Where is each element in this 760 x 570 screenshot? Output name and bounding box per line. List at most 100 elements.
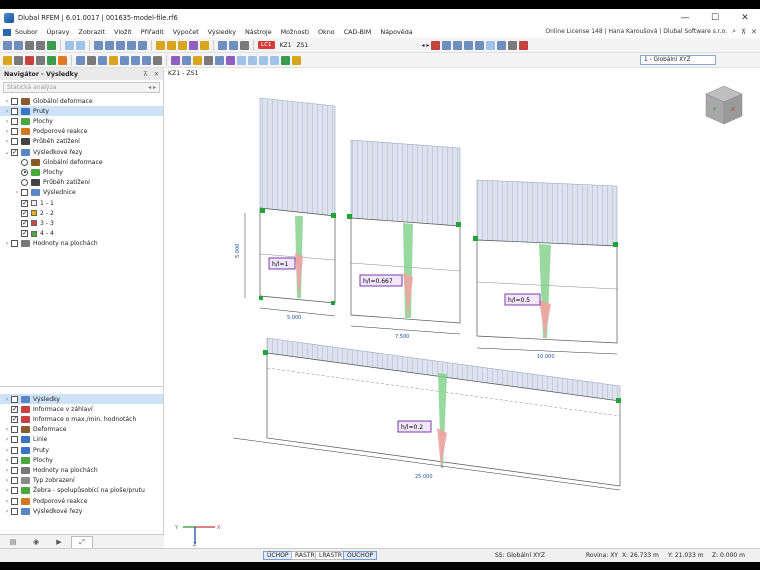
select-4-icon[interactable] [36, 55, 45, 65]
display-4-icon[interactable] [109, 55, 118, 65]
radio-button[interactable] [21, 168, 28, 176]
tab-results-icon[interactable]: ⤢ [71, 535, 93, 548]
tool-12-icon[interactable] [292, 55, 301, 65]
load-case-code[interactable]: KZ1 [279, 41, 292, 49]
tool-7-icon[interactable] [237, 55, 246, 65]
results-4-icon[interactable] [464, 40, 474, 50]
checkbox[interactable] [11, 148, 18, 156]
nav-item-podporove-reakce[interactable]: ›Podporové reakce [0, 127, 163, 137]
nav-item-4-4[interactable]: 4 - 4 [0, 229, 163, 239]
menu-nastroje[interactable]: Nástroje [244, 28, 272, 36]
display-6-icon[interactable] [131, 55, 140, 65]
model-3-icon[interactable] [178, 40, 187, 50]
menu-vlozit[interactable]: Vložit [114, 28, 132, 36]
expand-chevron-icon[interactable]: ⌄ [4, 148, 10, 156]
search-icon[interactable]: ⌕ [732, 27, 736, 35]
nav-display-item-deformace[interactable]: ›Deformace [0, 425, 163, 435]
expand-chevron-icon[interactable]: › [15, 189, 19, 197]
menu-cad-bim[interactable]: CAD-BIM [343, 28, 372, 36]
select-5-icon[interactable] [47, 55, 56, 65]
expand-chevron-icon[interactable]: › [5, 128, 9, 136]
nav-item-plochy[interactable]: ›Plochy [0, 116, 163, 126]
radio-button[interactable] [21, 158, 28, 166]
expand-chevron-icon[interactable]: › [5, 497, 9, 505]
expand-chevron-icon[interactable]: › [5, 436, 9, 444]
checkbox[interactable] [11, 446, 18, 454]
nav-item-hodnoty-na-plochach[interactable]: ›Hodnoty na plochách [0, 239, 163, 249]
expand-chevron-icon[interactable]: › [5, 446, 9, 454]
checkbox[interactable] [11, 426, 18, 434]
checkbox[interactable] [11, 405, 18, 413]
calc-2-icon[interactable] [229, 40, 238, 50]
results-2-icon[interactable] [442, 40, 452, 50]
model-4-icon[interactable] [189, 40, 198, 50]
nav-display-item-informace-v-zahlavi[interactable]: Informace v záhlaví [0, 404, 163, 414]
nav-display-item-linie[interactable]: ›Linie [0, 435, 163, 445]
expand-chevron-icon[interactable]: › [5, 107, 9, 115]
checkbox[interactable] [11, 497, 18, 505]
nav-display-item-vysledkove-rezy[interactable]: ›Výsledkové řezy [0, 506, 163, 516]
display-3-icon[interactable] [98, 55, 107, 65]
checkbox[interactable] [11, 97, 18, 105]
checkbox[interactable] [11, 466, 18, 474]
menu-okno[interactable]: Okno [317, 28, 335, 36]
tool-8-icon[interactable] [248, 55, 257, 65]
nav-item-3-3[interactable]: 3 - 3 [0, 218, 163, 228]
nav-display-item-podporove-reakce[interactable]: ›Podporové reakce [0, 496, 163, 506]
tool-3-icon[interactable] [193, 55, 202, 65]
tool-4-icon[interactable] [204, 55, 213, 65]
expand-chevron-icon[interactable]: › [5, 240, 9, 248]
nav-display-item-zebra-spolupusobici-na-plose-prutu[interactable]: ›Žebra - spolupůsobící na ploše/prutu [0, 486, 163, 496]
calc-1-icon[interactable] [218, 40, 227, 50]
tool-9-icon[interactable] [259, 55, 268, 65]
expand-chevron-icon[interactable]: › [5, 117, 9, 125]
menu-zobrazit[interactable]: Zobrazit [78, 28, 105, 36]
checkbox[interactable] [21, 199, 28, 207]
display-7-icon[interactable] [142, 55, 151, 65]
expand-chevron-icon[interactable]: › [5, 456, 9, 464]
checkbox[interactable] [21, 219, 28, 227]
checkbox[interactable] [11, 487, 18, 495]
display-2-icon[interactable] [87, 55, 96, 65]
load-case-name[interactable]: ZS1 [296, 41, 309, 49]
results-3-icon[interactable] [453, 40, 463, 50]
results-9-icon[interactable] [519, 40, 529, 50]
display-1-icon[interactable] [76, 55, 85, 65]
tool-11-icon[interactable] [281, 55, 290, 65]
checkbox[interactable] [11, 117, 18, 125]
navigator-splitter[interactable] [0, 386, 164, 387]
expand-chevron-icon[interactable]: › [5, 487, 9, 495]
menu-soubor[interactable]: Soubor [15, 28, 38, 36]
combo-arrows-icon[interactable]: ◂ ▸ [148, 84, 156, 91]
expand-chevron-icon[interactable]: › [5, 97, 9, 105]
analysis-type-combo[interactable]: Statická analýza ◂ ▸ [3, 82, 160, 93]
nav-item-2-2[interactable]: 2 - 2 [0, 208, 163, 218]
nav-item-vysledkove-rezy[interactable]: ⌄Výsledkové řezy [0, 147, 163, 157]
menu-napoveda[interactable]: Nápověda [380, 28, 413, 36]
select-1-icon[interactable] [3, 55, 12, 65]
menu-vypocet[interactable]: Výpočet [172, 28, 199, 36]
open-file-icon[interactable] [14, 40, 23, 50]
checkbox[interactable] [11, 240, 18, 248]
view-4-icon[interactable] [127, 40, 136, 50]
lgrid-button[interactable]: LRASTR [315, 551, 347, 560]
print-icon[interactable] [36, 40, 45, 50]
calc-3-icon[interactable] [240, 40, 249, 50]
display-8-icon[interactable] [153, 55, 162, 65]
tool-2-icon[interactable] [182, 55, 191, 65]
close-button[interactable]: ✕ [741, 12, 749, 23]
results-1-icon[interactable] [431, 40, 441, 50]
model-2-icon[interactable] [167, 40, 176, 50]
checkbox[interactable] [11, 456, 18, 464]
snap-button[interactable]: ÚCHOP [263, 551, 293, 560]
redo-icon[interactable] [76, 40, 85, 50]
pin-icon[interactable]: ⊼ [143, 70, 148, 78]
display-5-icon[interactable] [120, 55, 129, 65]
nav-display-item-vysledky[interactable]: ›Výsledky [0, 394, 163, 404]
nav-display-item-plochy[interactable]: ›Plochy [0, 455, 163, 465]
results-7-icon[interactable] [497, 40, 507, 50]
tool-10-icon[interactable] [270, 55, 279, 65]
checkbox[interactable] [11, 395, 18, 403]
checkbox[interactable] [11, 507, 18, 515]
model-viewport[interactable]: KZ1 - ZS1 -Y -X [165, 68, 760, 548]
